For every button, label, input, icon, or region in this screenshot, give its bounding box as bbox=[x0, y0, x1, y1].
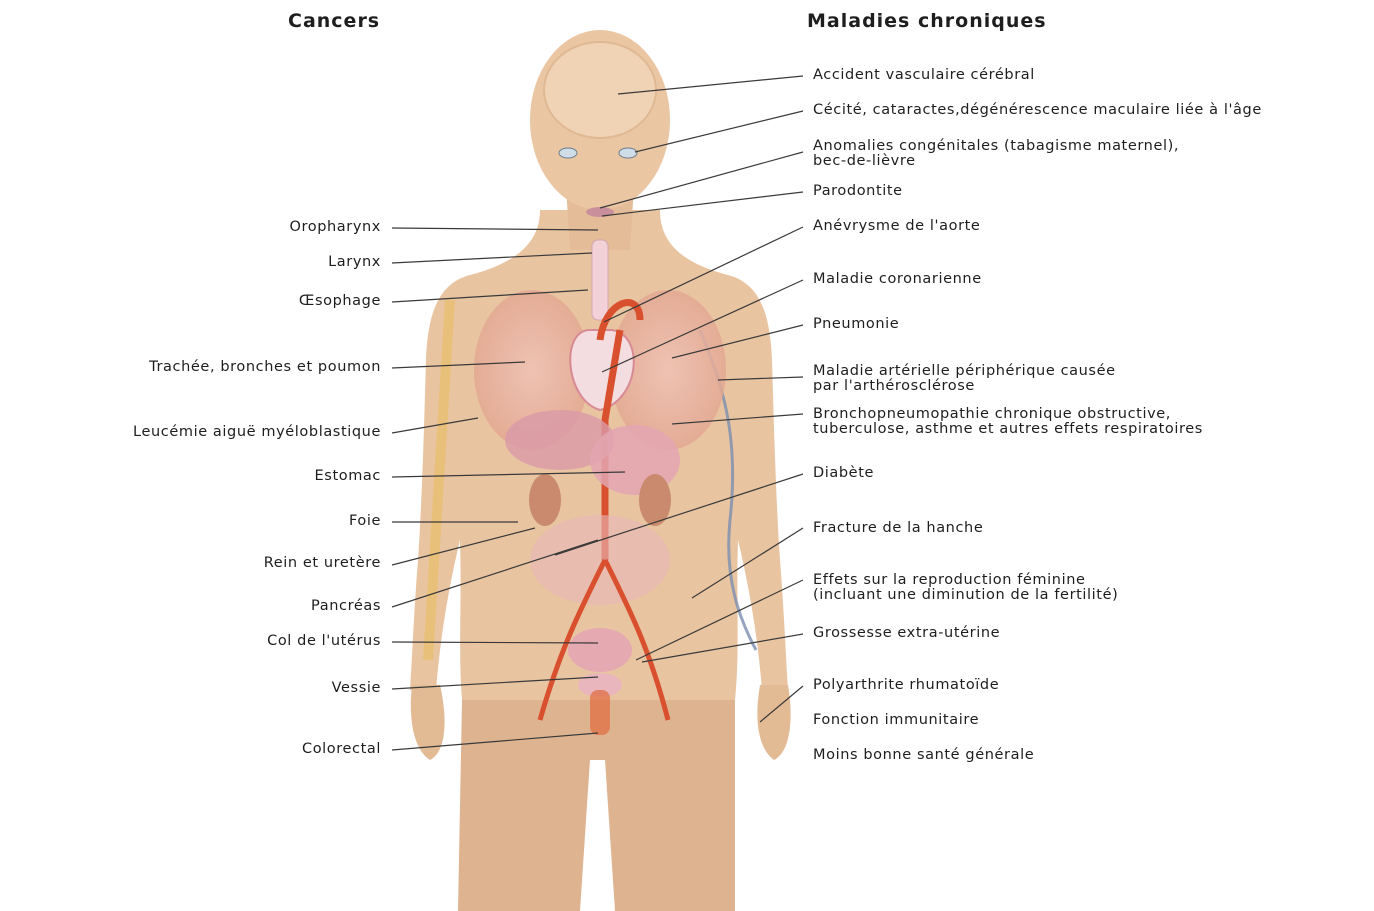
leader-lung bbox=[392, 362, 525, 368]
leader-leukemia bbox=[392, 418, 478, 433]
chronic-label-pneumonia: Pneumonie bbox=[813, 317, 899, 332]
chronic-label-ectopic: Grossesse extra-utérine bbox=[813, 626, 1000, 641]
chronic-label-diabetes: Diabète bbox=[813, 466, 874, 481]
cancer-label-oropharynx: Oropharynx bbox=[289, 220, 381, 235]
cancer-label-kidney: Rein et uretère bbox=[264, 556, 381, 571]
chronic-diseases-heading: Maladies chroniques bbox=[807, 10, 1047, 32]
chronic-label-hip-fracture-text: Fracture de la hanche bbox=[813, 520, 983, 536]
leader-pneumonia bbox=[672, 325, 803, 358]
chronic-label-hip-fracture: Fracture de la hanche bbox=[813, 521, 983, 536]
chronic-label-general-health-text: Moins bonne santé générale bbox=[813, 747, 1034, 763]
chronic-label-reproduction: Effets sur la reproduction féminine(incl… bbox=[813, 573, 1118, 603]
chronic-label-general-health: Moins bonne santé générale bbox=[813, 748, 1034, 763]
chronic-label-arthritis: Polyarthrite rhumatoïde bbox=[813, 678, 999, 693]
chronic-label-peripheral-arterial-line1: Maladie artérielle périphérique causée bbox=[813, 364, 1116, 379]
leader-stroke bbox=[618, 76, 803, 94]
chronic-label-reproduction-line2: (incluant une diminution de la fertilité… bbox=[813, 588, 1118, 603]
cancer-label-bladder: Vessie bbox=[332, 681, 381, 696]
chronic-label-peripheral-arterial-line2: par l'arthérosclérose bbox=[813, 379, 1116, 394]
cancer-label-liver: Foie bbox=[349, 514, 381, 529]
leader-oropharynx bbox=[392, 228, 598, 230]
chronic-label-coronary-text: Maladie coronarienne bbox=[813, 271, 982, 287]
chronic-label-birth-defects-line1: Anomalies congénitales (tabagisme matern… bbox=[813, 139, 1179, 154]
chronic-label-arthritis-text: Polyarthrite rhumatoïde bbox=[813, 677, 999, 693]
chronic-label-reproduction-line1: Effets sur la reproduction féminine bbox=[813, 573, 1118, 588]
leader-blindness bbox=[635, 111, 803, 152]
chronic-label-birth-defects: Anomalies congénitales (tabagisme matern… bbox=[813, 139, 1179, 169]
leader-periodontitis bbox=[602, 192, 803, 216]
chronic-label-copd: Bronchopneumopathie chronique obstructiv… bbox=[813, 407, 1203, 437]
leader-ectopic bbox=[642, 634, 803, 662]
leader-peripheral bbox=[718, 377, 803, 380]
leader-diabetes bbox=[555, 474, 803, 555]
cancer-label-esophagus: Œsophage bbox=[299, 294, 381, 309]
leader-arthritis bbox=[760, 686, 803, 722]
chronic-label-diabetes-text: Diabète bbox=[813, 465, 874, 481]
chronic-label-copd-line2: tuberculose, asthme et autres effets res… bbox=[813, 422, 1203, 437]
leader-esophagus bbox=[392, 290, 588, 302]
leader-stomach bbox=[392, 472, 625, 477]
chronic-label-immune: Fonction immunitaire bbox=[813, 713, 979, 728]
leader-larynx bbox=[392, 253, 592, 263]
chronic-label-pneumonia-text: Pneumonie bbox=[813, 316, 899, 332]
cancer-label-stomach: Estomac bbox=[315, 469, 381, 484]
chronic-label-stroke-text: Accident vasculaire cérébral bbox=[813, 67, 1035, 83]
chronic-label-periodontitis: Parodontite bbox=[813, 184, 903, 199]
chronic-label-copd-line1: Bronchopneumopathie chronique obstructiv… bbox=[813, 407, 1203, 422]
leader-coronary bbox=[602, 280, 803, 372]
chronic-label-periodontitis-text: Parodontite bbox=[813, 183, 903, 199]
leader-bladder bbox=[392, 677, 598, 689]
chronic-label-blindness: Cécité, cataractes,dégénérescence macula… bbox=[813, 103, 1262, 118]
leader-kidney bbox=[392, 528, 535, 565]
leader-copd bbox=[672, 414, 803, 424]
cancer-label-leukemia: Leucémie aiguë myéloblastique bbox=[133, 425, 381, 440]
cancer-label-lung: Trachée, bronches et poumon bbox=[149, 360, 381, 375]
cancer-label-colorectal: Colorectal bbox=[302, 742, 381, 757]
cancers-heading: Cancers bbox=[288, 10, 380, 32]
leader-cervix bbox=[392, 642, 598, 643]
cancer-label-larynx: Larynx bbox=[328, 255, 381, 270]
leader-colorectal bbox=[392, 733, 598, 750]
chronic-label-birth-defects-line2: bec-de-lièvre bbox=[813, 154, 1179, 169]
chronic-label-immune-text: Fonction immunitaire bbox=[813, 712, 979, 728]
chronic-label-blindness-text: Cécité, cataractes,dégénérescence macula… bbox=[813, 102, 1262, 118]
chronic-label-ectopic-text: Grossesse extra-utérine bbox=[813, 625, 1000, 641]
leader-pancreas bbox=[392, 540, 598, 607]
chronic-label-stroke: Accident vasculaire cérébral bbox=[813, 68, 1035, 83]
chronic-label-coronary: Maladie coronarienne bbox=[813, 272, 982, 287]
cancer-label-pancreas: Pancréas bbox=[311, 599, 381, 614]
chronic-label-aortic-aneurysm-text: Anévrysme de l'aorte bbox=[813, 218, 980, 234]
leader-aorta bbox=[604, 227, 803, 322]
leader-birth-defects bbox=[600, 152, 803, 208]
chronic-label-aortic-aneurysm: Anévrysme de l'aorte bbox=[813, 219, 980, 234]
cancer-label-cervix: Col de l'utérus bbox=[267, 634, 381, 649]
